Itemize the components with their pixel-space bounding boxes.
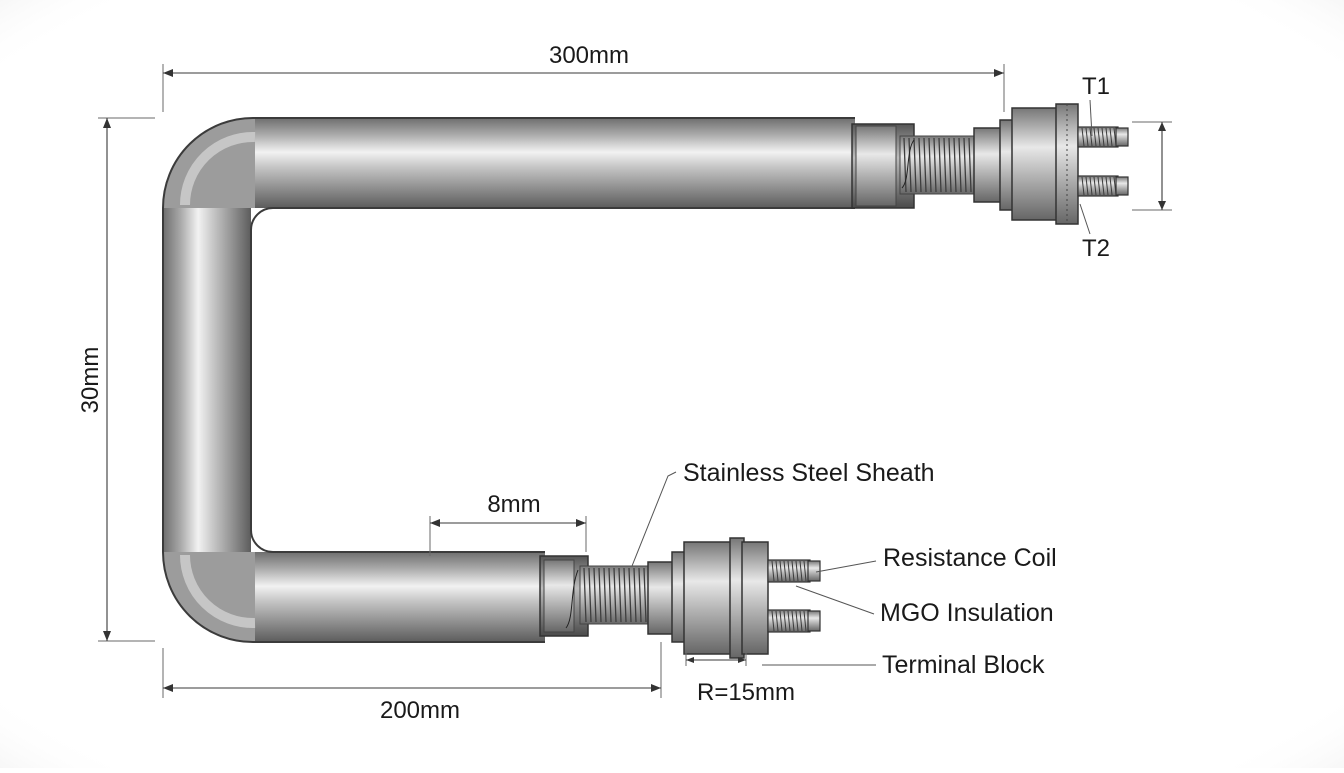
dimension-label-8mm: 8mm <box>487 491 540 518</box>
terminal-t1 <box>1077 126 1129 148</box>
dimension-label-radius: R=15mm <box>697 679 795 706</box>
dimension-8mm: 8mm <box>429 491 587 556</box>
callout-label-insulation: MGO Insulation <box>880 599 1054 627</box>
dimension-label-200mm: 200mm <box>380 697 460 724</box>
terminal-labels: T1 T2 <box>1079 73 1110 262</box>
dimension-label-300mm: 300mm <box>549 42 629 69</box>
bottom-resistance-coil <box>579 565 653 625</box>
top-terminal-assembly <box>851 103 1129 225</box>
bottom-terminal-stud-upper <box>767 559 821 583</box>
callout-coil: Resistance Coil <box>815 544 1057 573</box>
callout-label-coil: Resistance Coil <box>883 544 1057 572</box>
label-t2: T2 <box>1082 235 1110 262</box>
callout-terminal-block: Terminal Block <box>762 651 1045 679</box>
dimension-30mm: 30mm <box>77 117 155 642</box>
callout-label-terminal-block: Terminal Block <box>882 651 1045 679</box>
dimension-radius: R=15mm <box>685 652 795 706</box>
callout-insulation: MGO Insulation <box>795 585 1054 627</box>
callout-label-sheath: Stainless Steel Sheath <box>683 459 935 487</box>
dimension-label-30mm: 30mm <box>77 347 104 414</box>
dimension-terminal-spacing <box>1132 121 1172 211</box>
label-t1: T1 <box>1082 73 1110 100</box>
dimension-200mm: 200mm <box>162 642 662 724</box>
bottom-terminal-stud-lower <box>767 609 821 633</box>
terminal-t2 <box>1077 175 1129 197</box>
dimension-300mm: 300mm <box>162 42 1005 112</box>
bottom-terminal-assembly <box>539 537 821 659</box>
